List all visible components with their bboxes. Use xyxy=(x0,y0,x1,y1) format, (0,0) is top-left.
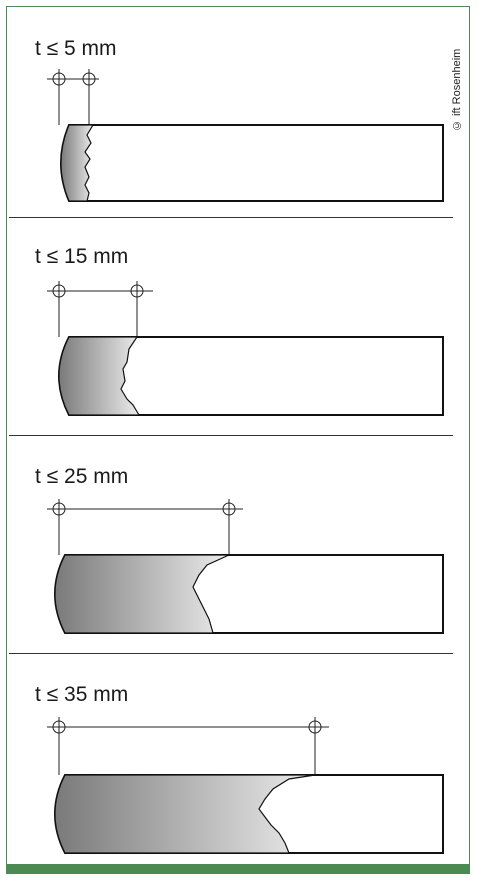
footer-bar xyxy=(6,864,470,874)
section-divider xyxy=(9,217,453,218)
panel-25mm: t ≤ 25 mm xyxy=(7,435,471,654)
section-divider xyxy=(9,435,453,436)
ground-edge-zone xyxy=(54,774,316,854)
panel-35mm: t ≤ 35 mm xyxy=(7,653,471,863)
diagram-frame: © ift Rosenheim t ≤ 5 mm t ≤ 15 mm xyxy=(6,6,470,866)
ground-edge-zone xyxy=(60,124,95,202)
glass-edge-diagram-25mm xyxy=(47,499,444,634)
panel-label: t ≤ 25 mm xyxy=(35,465,129,488)
section-divider xyxy=(9,653,453,654)
ground-edge-zone xyxy=(54,554,230,634)
panel-label: t ≤ 35 mm xyxy=(35,683,129,706)
ground-edge-zone xyxy=(58,336,141,416)
panel-label: t ≤ 15 mm xyxy=(35,245,129,268)
glass-pane-outline xyxy=(60,124,444,202)
glass-edge-diagram-35mm xyxy=(47,717,444,854)
glass-edge-diagram-5mm xyxy=(47,69,444,202)
panel-5mm: t ≤ 5 mm xyxy=(7,7,471,218)
glass-edge-diagram-15mm xyxy=(47,281,444,416)
panel-15mm: t ≤ 15 mm xyxy=(7,217,471,436)
panel-label: t ≤ 5 mm xyxy=(35,37,117,60)
